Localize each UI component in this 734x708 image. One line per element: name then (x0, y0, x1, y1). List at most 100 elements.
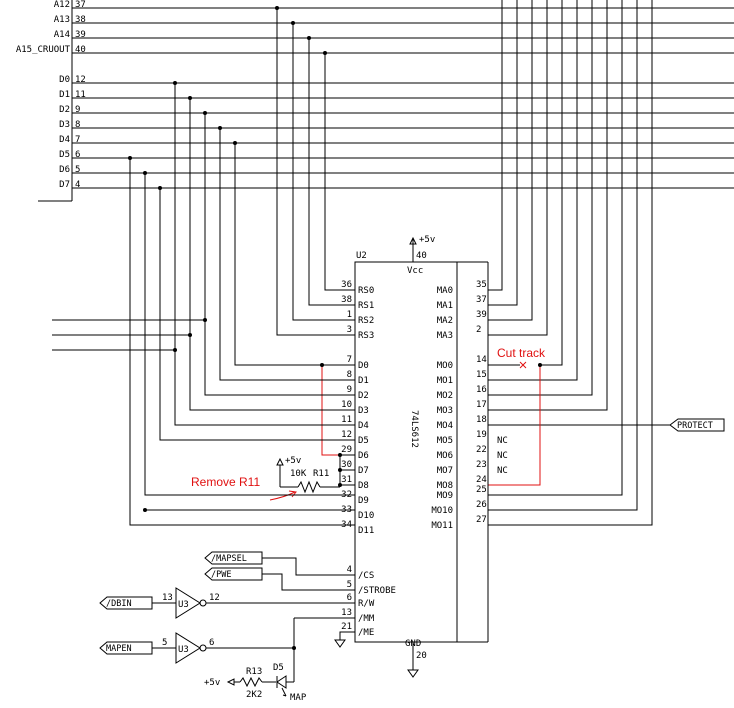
junction-dot (338, 483, 342, 487)
junction-dot (143, 508, 147, 512)
chip-right-pin-name: MA3 (437, 331, 453, 341)
chip-right-pin-name: MO1 (437, 376, 453, 386)
chip-right-pin-number: 14 (476, 355, 487, 365)
gate2-ref: U3 (178, 645, 189, 655)
chip-ref: U2 (356, 251, 367, 261)
chip-right-pin-number: 27 (476, 515, 487, 525)
chip-left-pin-name: D3 (358, 406, 369, 416)
chip-left-pin-number: 5 (347, 580, 352, 590)
junction-dots (128, 6, 542, 650)
mapen-path: MAPEN 5 U3 6 (99, 617, 355, 682)
junction-dot (323, 51, 327, 55)
gate1-ref: U3 (178, 600, 189, 610)
chip-left-pin-number: 33 (341, 505, 352, 515)
junction-dot (188, 333, 192, 337)
chip-right-pin-name: MO0 (437, 361, 453, 371)
chip-right-pin-number: 37 (476, 295, 487, 305)
chip-left-pin-number: 8 (347, 370, 352, 380)
chip-left-pin-name: D5 (358, 436, 369, 446)
chip-right-pin-number: 15 (476, 370, 487, 380)
junction-dot (320, 363, 324, 367)
chip-right-pin-number: 25 (476, 485, 487, 495)
gate1-in-pin: 13 (162, 593, 173, 603)
r13-value: 2K2 (246, 690, 262, 700)
chip-left-pin-name: /STROBE (358, 586, 396, 596)
connector-pin-number: 4 (75, 180, 80, 190)
r13-ref: R13 (246, 667, 262, 677)
r11-resistor: +5v 10K R11 (276, 456, 340, 494)
connector-pin-number: 9 (75, 105, 80, 115)
no-connect-label: NC (497, 436, 508, 446)
remove-note: Remove R11 (191, 475, 260, 489)
junction-dot (291, 21, 295, 25)
chip-left-pin-number: 9 (347, 385, 352, 395)
connector-pin-name: A12 (54, 0, 70, 10)
connector-pin-name: A13 (54, 15, 70, 25)
connector-pin-number: 11 (75, 90, 86, 100)
chip-left-pin-name: D7 (358, 466, 369, 476)
chip-right-pin-number: 16 (476, 385, 487, 395)
chip-left-pin-number: 10 (341, 400, 352, 410)
chip-right-pin-name: MO5 (437, 436, 453, 446)
protect-tag: PROTECT (669, 418, 725, 432)
mapsel-tag: /MAPSEL (204, 551, 355, 576)
r11-value: 10K (290, 469, 307, 479)
gate1-out-pin: 12 (209, 593, 220, 603)
chip-left-pin-number: 32 (341, 490, 352, 500)
chip-part: 74LS612 (409, 410, 419, 448)
chip-right-pin-name: MO4 (437, 421, 453, 431)
junction-dot (307, 36, 311, 40)
connector-pin-name: D0 (59, 75, 70, 85)
pwe-label: /PWE (211, 570, 231, 580)
chip-left-pin-name: D10 (358, 511, 374, 521)
chip-left-pin-number: 3 (347, 325, 352, 335)
junction-dot (203, 318, 207, 322)
rework-wires (269, 361, 541, 501)
chip-right-pin-name: MA0 (437, 286, 453, 296)
connector-pin-number: 37 (75, 0, 86, 10)
chip-left-pin-name: D2 (358, 391, 369, 401)
vcc-supply: +5v (419, 235, 435, 245)
chip-left-pin-number: 36 (341, 280, 352, 290)
chip-left-pin-number: 7 (347, 355, 352, 365)
chip-left-pin-number: 30 (341, 460, 352, 470)
chip-left-pin-number: 12 (341, 430, 352, 440)
junction-dot (173, 81, 177, 85)
junction-dot (128, 156, 132, 160)
r11-supply: +5v (285, 456, 301, 466)
no-connect-label: NC (497, 451, 508, 461)
chip-right-pin-name: MO10 (431, 506, 453, 516)
cut-mark-b (519, 361, 527, 369)
chip-left-pin-number: 29 (341, 445, 352, 455)
chip-right-pin-number: 22 (476, 445, 487, 455)
chip-right-pin-number: 2 (476, 325, 481, 335)
r13-supply: +5v (204, 678, 220, 688)
connector-pin-name: A15_CRUOUT (16, 45, 71, 55)
connector-pin-number: 8 (75, 120, 80, 130)
chip-right-pin-number: 18 (476, 415, 487, 425)
chip-right-pin-name: MO7 (437, 466, 453, 476)
cut-note: Cut track (497, 346, 546, 360)
chip-left-pin-number: 11 (341, 415, 352, 425)
chip-right-pin-name: MO2 (437, 391, 453, 401)
d5-label: MAP (290, 693, 307, 703)
connector-pin-name: D4 (59, 135, 70, 145)
connector-pin-number: 5 (75, 165, 80, 175)
connector-pin-number: 39 (75, 30, 86, 40)
chip-right-pin-number: 19 (476, 430, 487, 440)
connector-pin-name: D3 (59, 120, 70, 130)
chip-right-pin-name: MO8 (437, 481, 453, 491)
chip-left-pin-name: D0 (358, 361, 369, 371)
connector-pin-number: 6 (75, 150, 80, 160)
chip-input-wires (52, 8, 355, 526)
chip-left-pin-name: /MM (358, 614, 375, 624)
junction-dot (173, 348, 177, 352)
bus-wires (72, 7, 734, 189)
vcc-label: Vcc (407, 266, 423, 276)
chip-left-pin-name: R/W (358, 599, 375, 609)
chip-right-pin-number: 39 (476, 310, 487, 320)
junction-dot (338, 468, 342, 472)
chip-right-pin-name: MO6 (437, 451, 453, 461)
